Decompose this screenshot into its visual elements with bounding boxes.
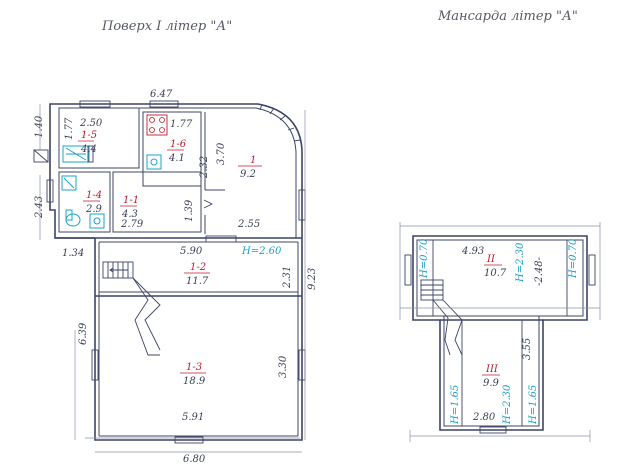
dim-6-80: 6.80 [183,454,206,465]
room-1-4-walls [58,171,111,233]
shower-icon [61,175,77,191]
bathtub-icon [62,145,90,163]
attic-outer-wall [412,235,588,431]
floor1-plan: 1-5 4.4 1-6 4.1 1 9.2 1-4 2.9 1-1 4.3 1-… [33,89,318,465]
dim-1-34: 1.34 [62,248,84,259]
room-1-6-walls [142,111,202,187]
room-1-label: 1 [250,155,256,166]
room-1-5-walls [58,107,140,169]
washbasin-icon [89,213,105,229]
height-2-30-attic: H=2.30 [515,242,526,283]
room-1-area: 9.2 [240,169,256,180]
dim-2-48: -2.48- [534,256,545,286]
room-1-2-label: 1-2 [190,262,206,273]
chimney [33,149,49,163]
dim-5-90: 5.90 [180,246,203,257]
dim-9-23: 9.23 [307,268,318,290]
dim-2-80: 2.80 [472,412,496,423]
height-1-65-left: H=1.65 [450,385,461,425]
room-1-1-area: 4.3 [121,209,138,220]
sink-icon [146,154,162,170]
dim-6-47: 6.47 [150,89,173,100]
stove-icon [146,114,168,136]
dim-2-31: 2.31 [282,266,293,289]
dim-3-55: 3.55 [522,338,533,360]
room-1-4-area: 2.9 [85,204,103,215]
dim-1-39: 1.39 [184,199,195,222]
height-0-70-left: H=0.70 [419,238,430,279]
dim-3-70: 3.70 [216,142,227,165]
height-1-65-right: H=1.65 [528,385,539,425]
height-0-70-right: H=0.70 [568,238,579,279]
dim-4-93: 4.93 [461,246,484,257]
room-1-4-label: 1-4 [86,190,102,201]
attic-plan: 4.93 H=0.70 H=2.30 -2.48- H=0.70 II 10.7… [399,222,601,442]
height-2-30-lower: H=2.30 [502,384,513,425]
room-1-6-label: 1-6 [170,139,187,150]
dim-5-91: 5.91 [182,412,204,423]
room-1-1-label: 1-1 [123,195,139,206]
dim-6-39: 6.39 [78,322,89,345]
room-1-6-area: 4.1 [168,153,185,164]
floor1-stairs [102,261,161,356]
room-1-3-label: 1-3 [186,362,202,373]
dim-1-40: 1.40 [34,115,45,138]
floor1-title: Поверх І літер "А" [101,19,232,34]
curved-bay [257,103,303,151]
dim-2-55: 2.55 [237,219,260,230]
dim-2-79: 2.79 [120,219,144,230]
dim-2-32: 2.32 [199,156,210,179]
room-1-2-area: 11.7 [186,276,209,287]
room-II-area: 10.7 [484,268,507,279]
attic-title: Мансарда літер "А" [437,9,578,24]
room-1-5-label: 1-5 [81,130,97,141]
floor1-outer-wall-inner-line [59,107,297,238]
dim-3-30: 3.30 [278,355,289,378]
room-III-label: III [485,364,499,375]
dim-2-50: 2.50 [79,118,103,129]
room-1-3-area: 18.9 [183,376,206,387]
room-III-area: 9.9 [483,378,500,389]
room-II-label: II [486,254,496,265]
floor1-dimension-lines [39,104,306,453]
dim-2-43: 2.43 [34,196,45,219]
height-2-60: H=2.60 [241,246,282,257]
attic-dimension-lines [399,222,601,442]
attic-stairs [420,279,463,356]
room-1-5-area: 4.4 [80,144,97,155]
dim-1-77-b: 1.77 [170,119,193,130]
dim-1-77-a: 1.77 [64,117,75,140]
